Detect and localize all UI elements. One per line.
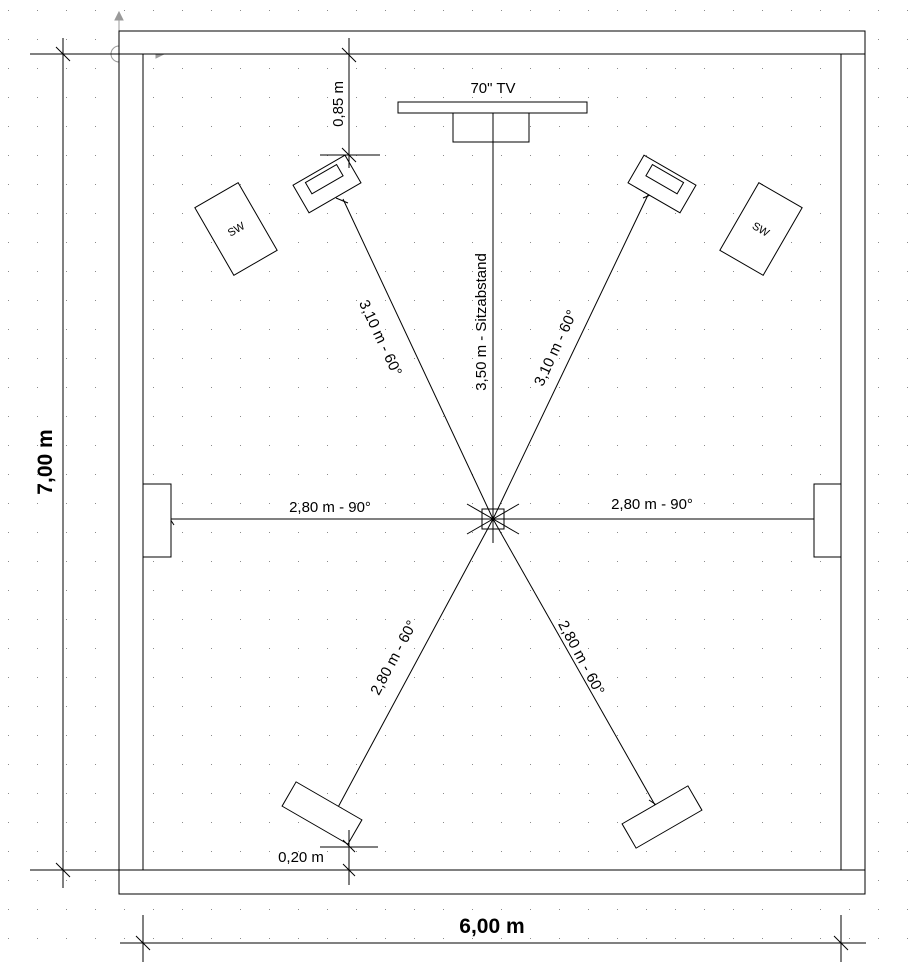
speaker-side-left (142, 483, 172, 558)
label-side-left: 2,80 m - 90° (289, 499, 371, 516)
speaker-rear-right (621, 785, 703, 849)
speakers (142, 154, 842, 849)
front-offset-dimension: 0,85 m (320, 38, 380, 168)
height-dimension: 7,00 m (30, 38, 119, 888)
subwoofer-right: SW (719, 182, 803, 276)
label-front-offset: 0,85 m (330, 81, 347, 127)
label-room-width: 6,00 m (459, 915, 524, 938)
tv-screen (397, 101, 588, 114)
speaker-rear-left (281, 781, 363, 845)
line-rear-left (335, 518, 494, 812)
speaker-front-right (627, 154, 697, 214)
label-side-right: 2,80 m - 90° (611, 496, 693, 513)
label-front-right: 3,10 m - 60° (531, 307, 581, 388)
tv-label: 70" TV (470, 80, 515, 97)
subwoofer-left: SW (194, 182, 278, 276)
label-rear-left: 2,80 m - 60° (367, 618, 420, 698)
tv-stand (452, 112, 530, 143)
room-walls (118, 30, 866, 895)
label-rear-offset: 0,20 m (278, 849, 324, 866)
line-front-right (492, 194, 649, 520)
speaker-side-right (813, 483, 842, 558)
label-room-height: 7,00 m (34, 429, 57, 494)
label-front-left: 3,10 m - 60° (355, 297, 405, 378)
width-dimension: 6,00 m (120, 915, 866, 962)
tv: 70" TV (397, 80, 588, 143)
line-front-left (342, 198, 494, 520)
rear-offset-dimension: 0,20 m (278, 830, 378, 885)
distance-lines (165, 113, 829, 814)
label-sitting-distance: 3,50 m - Sitzabstand (473, 253, 490, 391)
line-rear-right (492, 518, 656, 806)
label-rear-right: 2,80 m - 60° (554, 618, 607, 698)
speaker-front-left (292, 154, 362, 214)
